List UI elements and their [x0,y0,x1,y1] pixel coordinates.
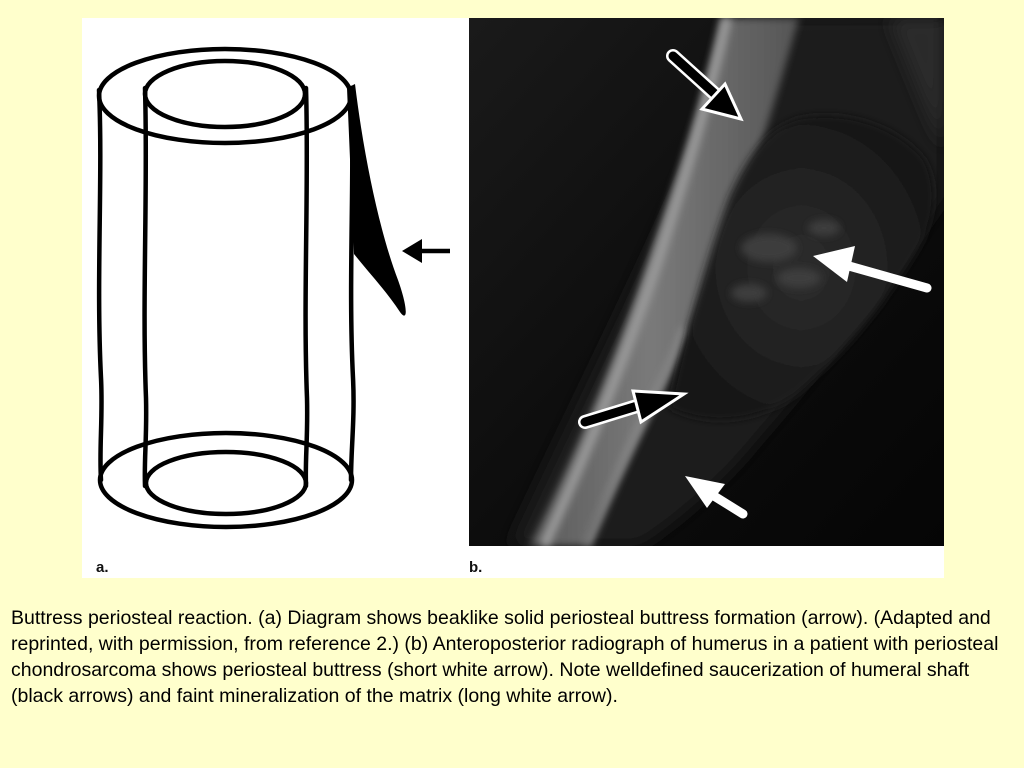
buttress-arrow [402,239,450,263]
inner-left-side [142,85,149,489]
outer-left-side [96,87,104,483]
periosteal-buttress-diagram-icon [96,46,450,530]
outer-bottom-ellipse [97,430,355,530]
inner-top-ellipse [142,58,308,130]
panel-label-a: a. [96,559,109,576]
short-white-arrow [685,476,748,519]
black-arrow-top [666,49,744,122]
black-arrow-bottom [578,389,689,429]
inner-bottom-ellipse [143,449,309,517]
inner-right-side [303,85,310,489]
figure: a. b. [82,18,944,578]
panel-label-b: b. [469,559,483,576]
humerus-radiograph-icon [469,18,944,546]
figure-caption: Buttress periosteal reaction. (a) Diagra… [11,607,999,707]
buttress-wedge [347,84,406,316]
tumor-region [669,115,935,420]
long-white-arrow [813,246,932,293]
